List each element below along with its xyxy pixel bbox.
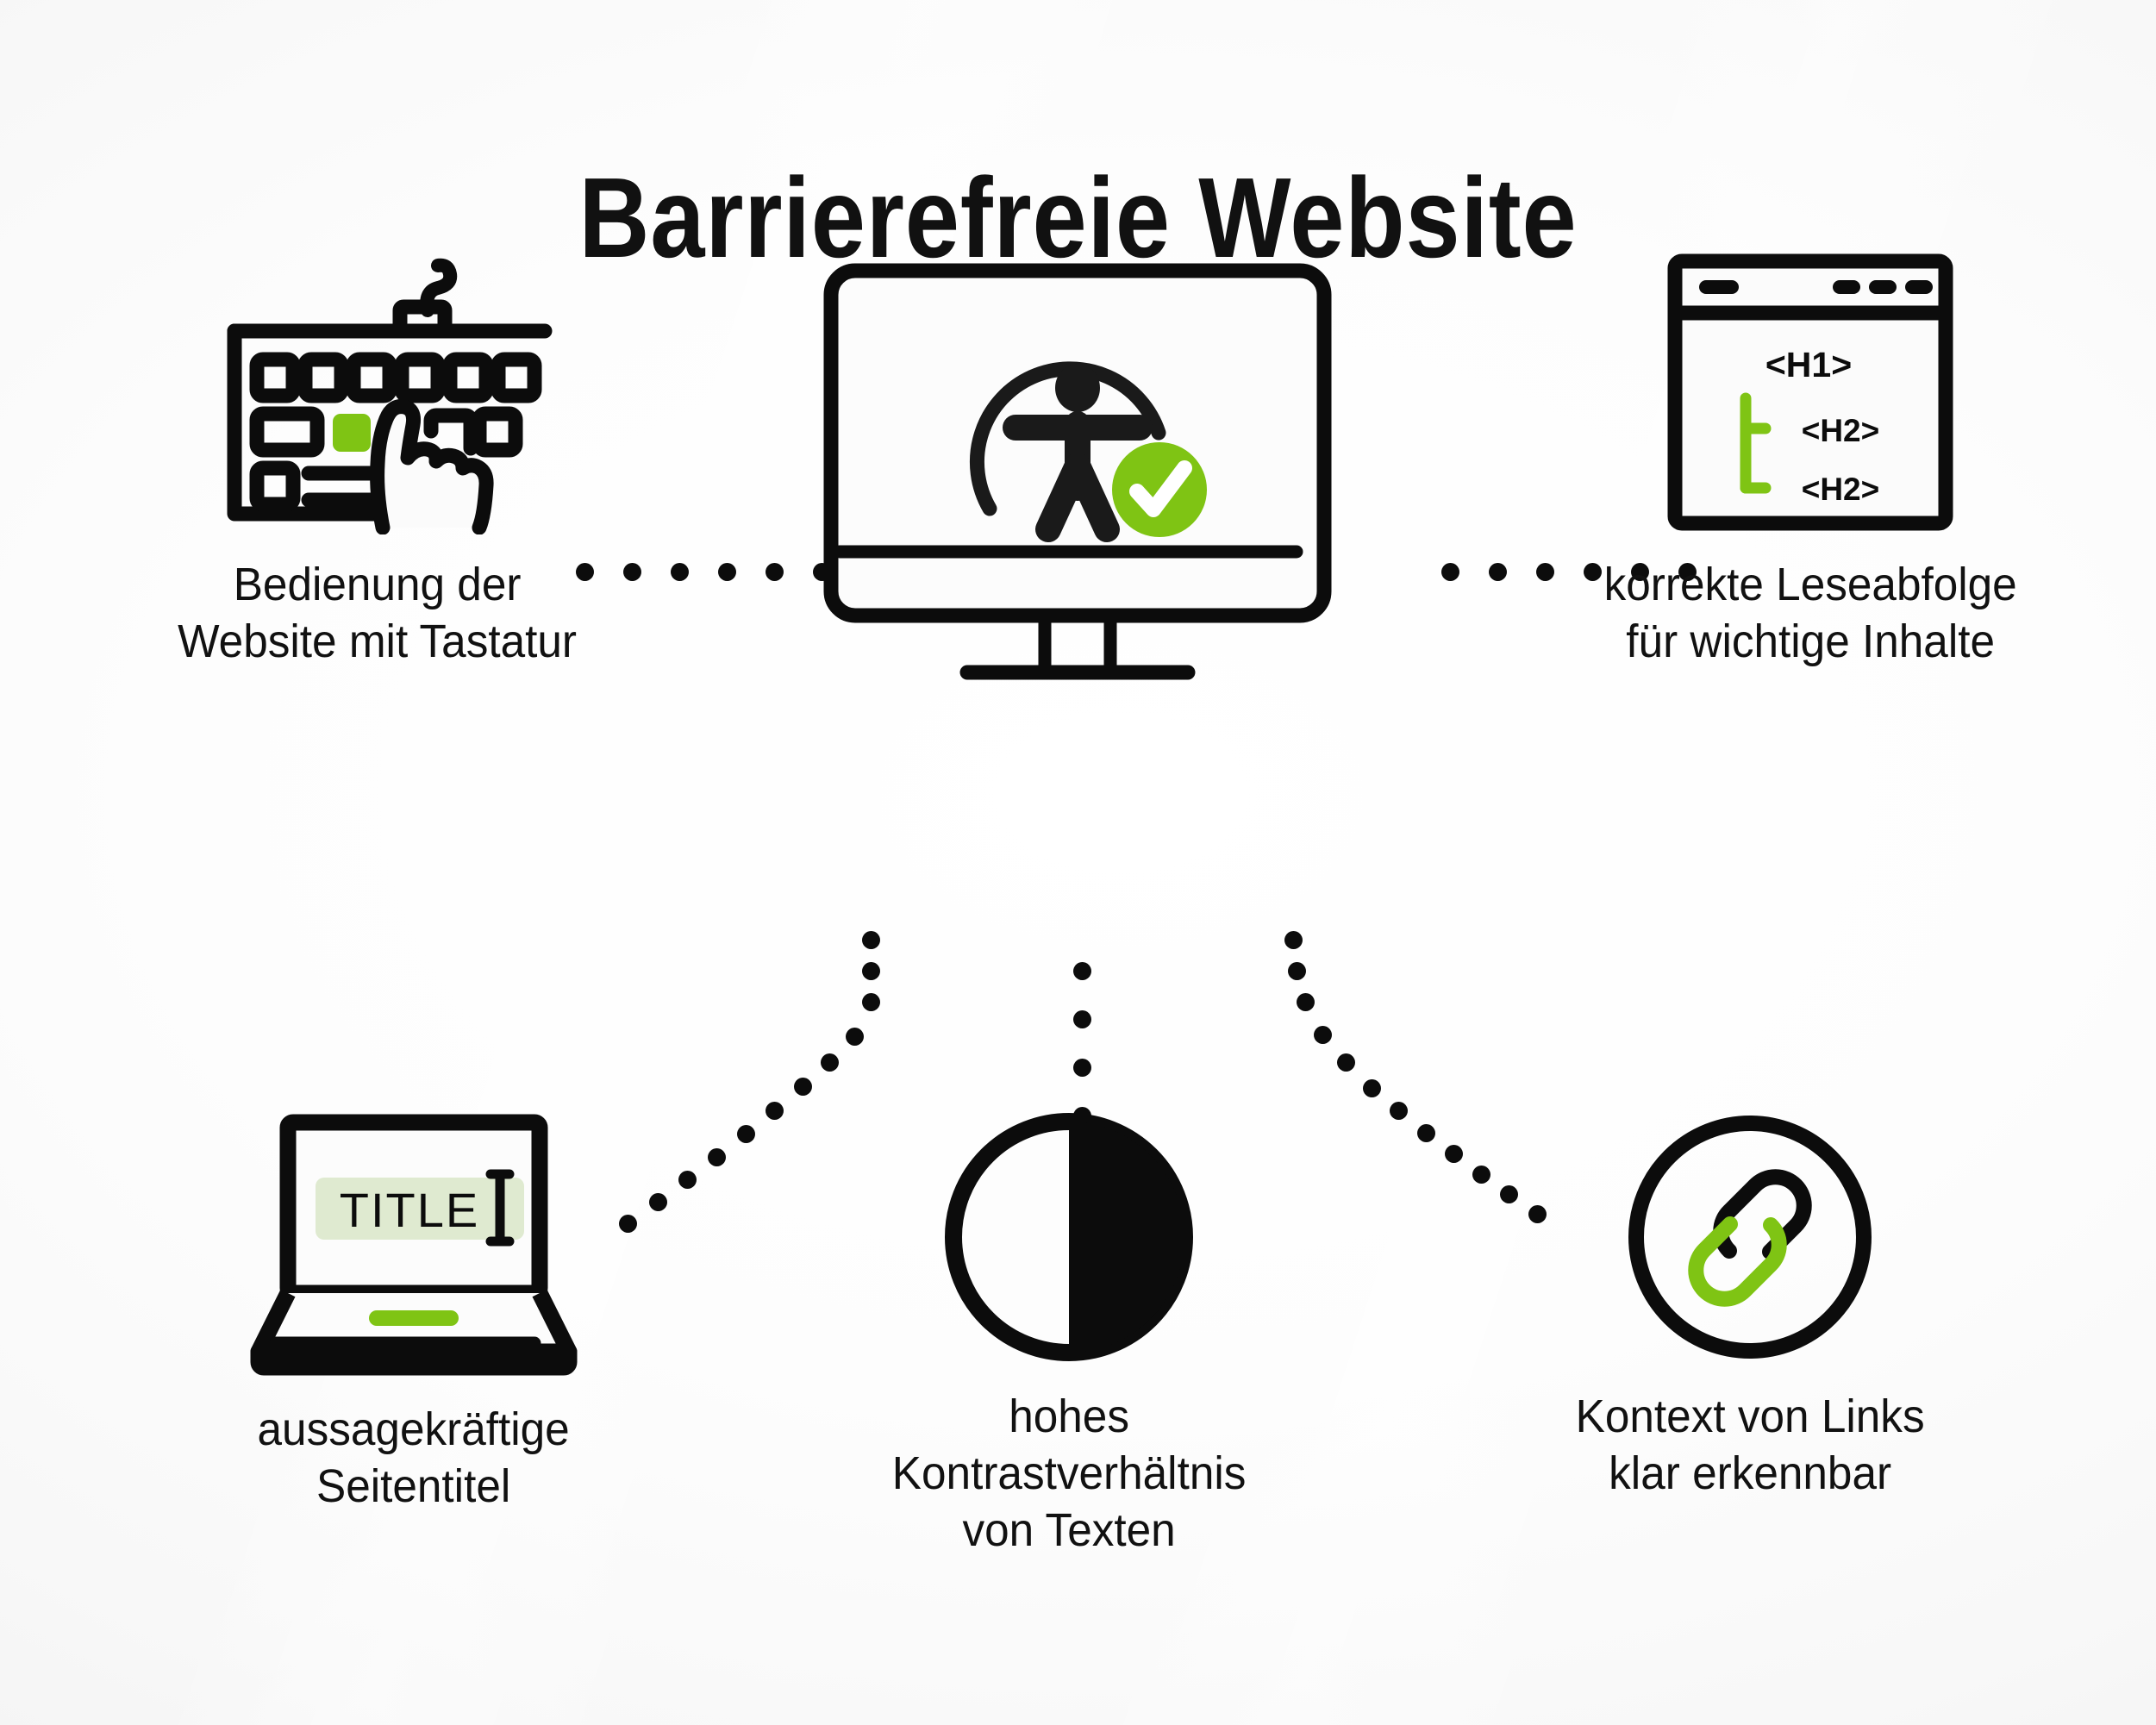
code-label-h2-a: <H2> (1802, 413, 1880, 448)
chain-link-lower (1688, 1216, 1787, 1307)
caption-headings: korrekte Leseabfolge für wichtige Inhalt… (1603, 559, 2017, 667)
node-contrast: hohes Kontrastverhältnis von Texten (836, 1108, 1302, 1559)
node-heading-structure: <H1> <H2> <H2> korrekte Leseabfolge für … (1517, 250, 2103, 671)
browser-toolbar (1699, 280, 1933, 294)
caption-laptop: aussagekräftige Seitentitel (257, 1403, 571, 1512)
hierarchy-bracket (1740, 392, 1772, 494)
chain-link-circle-icon (1628, 1116, 1872, 1359)
chain-link-upper (1713, 1169, 1812, 1259)
trackpad-indicator (369, 1310, 459, 1326)
page-title: Barrierefreie Website (578, 154, 1578, 282)
caption-keyboard: Bedienung der Website mit Tastatur (178, 559, 578, 667)
caption-link: Kontext von Links klar erkennbar (1575, 1391, 1925, 1499)
code-label-h1: <H1> (1765, 345, 1852, 384)
node-page-title: TITLE aussagekräftige Seitentitel (147, 1103, 681, 1516)
node-keyboard: Bedienung der Website mit Tastatur (110, 250, 645, 671)
laptop-page-title-icon: TITLE (250, 1114, 578, 1376)
monitor-accessibility-check-icon (823, 263, 1332, 680)
contrast-circle-icon (945, 1113, 1193, 1361)
accessibility-person-icon (969, 361, 1166, 542)
laptop-title-text: TITLE (340, 1183, 479, 1237)
node-monitor-accessibility (759, 259, 1397, 690)
code-label-h2-b: <H2> (1802, 472, 1880, 507)
caption-contrast: hohes Kontrastverhältnis von Texten (891, 1391, 1247, 1556)
browser-heading-structure-icon: <H1> <H2> <H2> (1667, 253, 1953, 531)
highlighted-key (333, 414, 371, 452)
keyboard-hand-icon (227, 258, 553, 534)
text-cursor-icon (485, 1169, 515, 1247)
check-badge-icon (1112, 442, 1207, 537)
node-link-context: Kontext von Links klar erkennbar (1483, 1108, 2017, 1503)
title-selection-highlight (316, 1178, 524, 1240)
pointing-hand-icon (370, 399, 494, 534)
